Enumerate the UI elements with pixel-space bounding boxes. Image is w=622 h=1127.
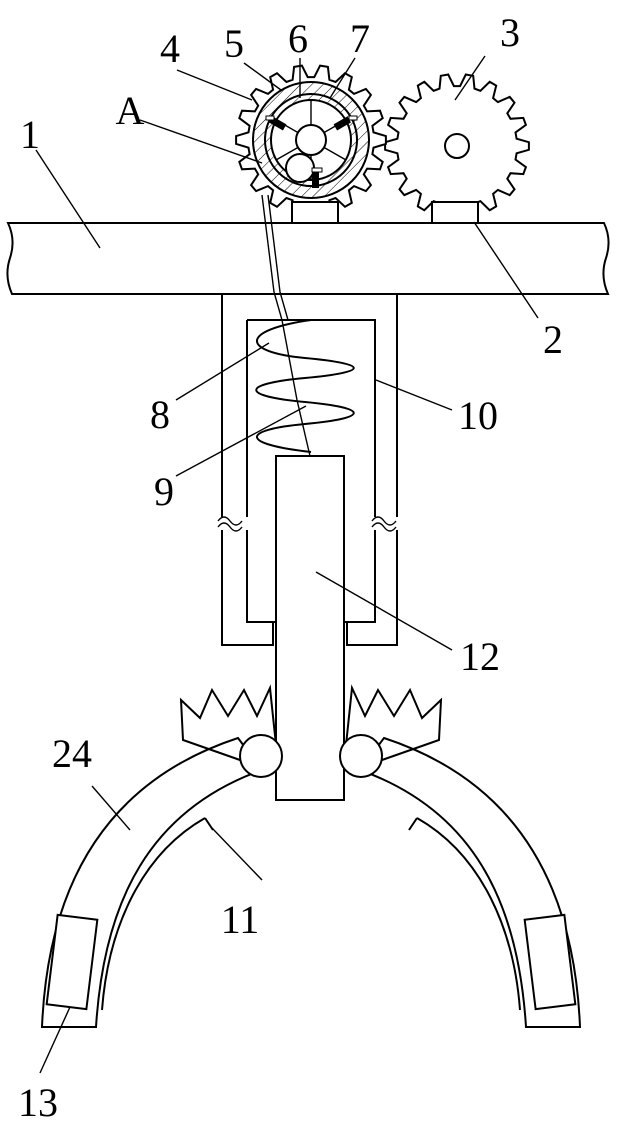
label-12: 12 <box>460 634 500 679</box>
label-6: 6 <box>288 16 308 61</box>
pivot-right <box>340 735 382 777</box>
gear-assembly-4-7 <box>236 66 386 215</box>
rod-12 <box>276 456 344 800</box>
label-7: 7 <box>350 16 370 61</box>
label-11: 11 <box>221 897 260 942</box>
label-9: 9 <box>154 469 174 514</box>
label-4: 4 <box>160 26 180 71</box>
gear-base-right <box>432 202 478 223</box>
lower-hub <box>286 154 314 182</box>
label-2: 2 <box>543 317 563 362</box>
label-10: 10 <box>458 393 498 438</box>
hub-circle <box>296 125 326 155</box>
label-24: 24 <box>52 731 92 776</box>
plate-1 <box>7 223 608 294</box>
jaw-right <box>340 688 580 1027</box>
label-5: 5 <box>224 21 244 66</box>
label-1: 1 <box>20 112 40 157</box>
label-13: 13 <box>18 1080 58 1125</box>
label-a: A <box>116 88 145 133</box>
pivot-left <box>240 735 282 777</box>
gear-base-left <box>292 202 338 223</box>
label-8: 8 <box>150 392 170 437</box>
gear3-hub <box>445 134 469 158</box>
label-3: 3 <box>500 10 520 55</box>
